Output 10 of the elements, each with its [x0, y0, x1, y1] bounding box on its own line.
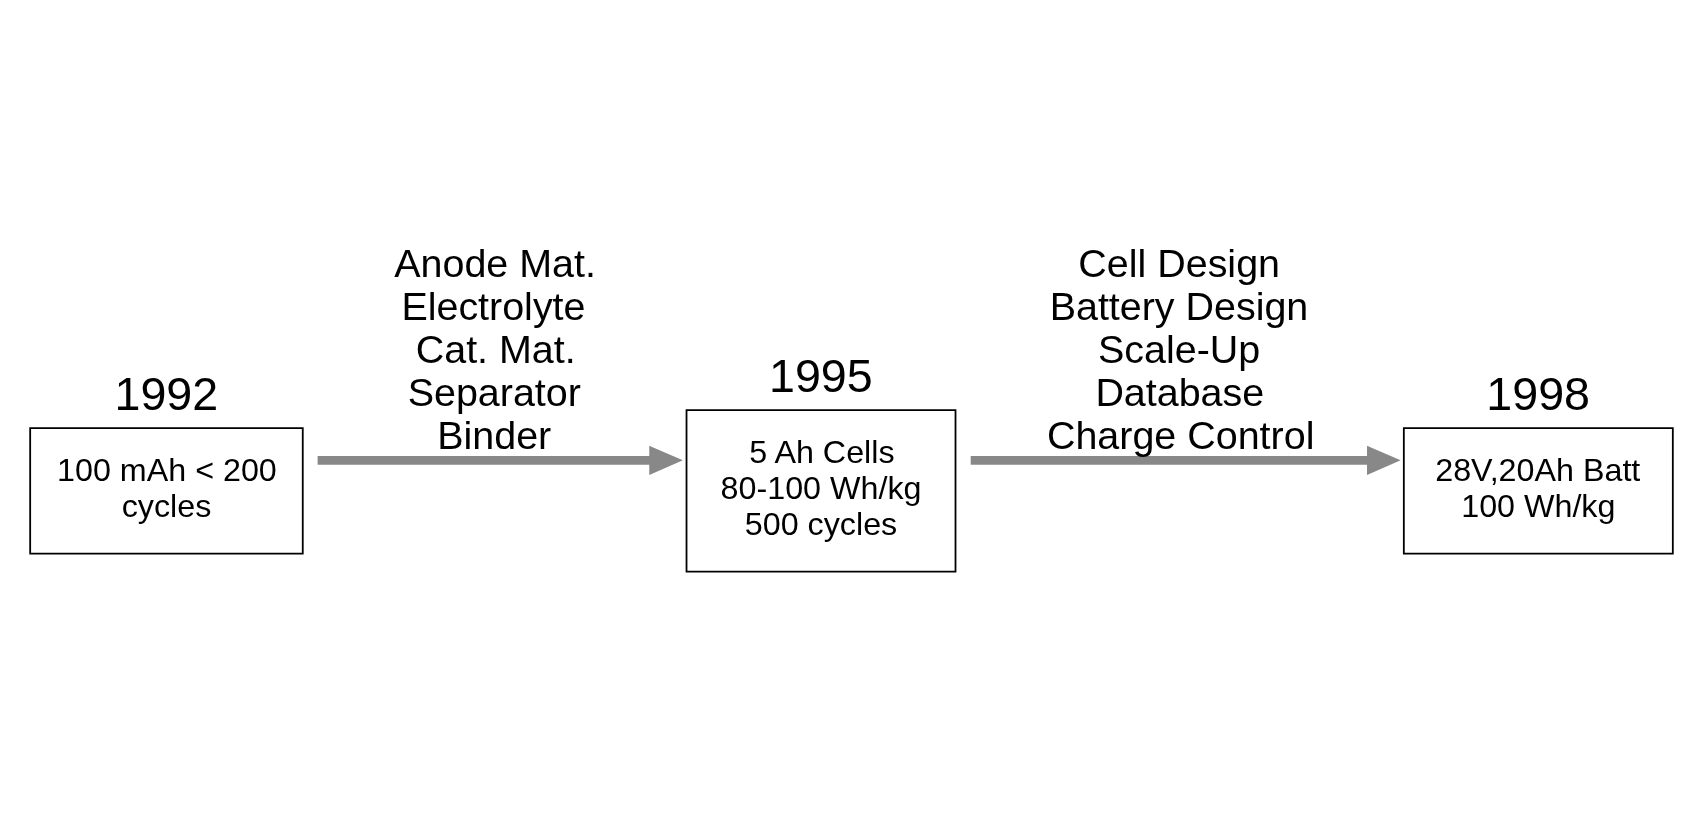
node-box: 28V,20Ah Batt 100 Wh/kg — [1402, 426, 1674, 554]
node-box: 100 mAh < 200 cycles — [29, 426, 304, 554]
edge-label: Anode Mat. Electrolyte Cat. Mat. Separator Binder — [394, 240, 596, 457]
node-label: 1992 — [114, 367, 219, 420]
node-box: 5 Ah Cells 80-100 Wh/kg 500 cycles — [685, 408, 957, 572]
edge-label: Cell Design Battery Design Scale-Up Database Charge Control — [1046, 240, 1315, 457]
arrow — [317, 445, 683, 475]
node-label: 1995 — [769, 349, 873, 402]
node-label: 1998 — [1486, 367, 1591, 420]
arrow — [970, 445, 1401, 475]
